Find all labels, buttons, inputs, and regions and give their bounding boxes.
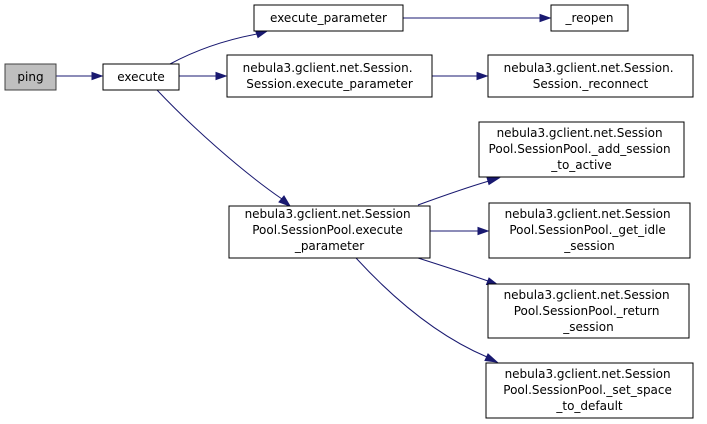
node-reopen[interactable]: _reopen: [550, 4, 629, 32]
edge-pool-to-set-space-arrowhead: [484, 353, 499, 363]
svg-text:execute: execute: [117, 70, 165, 84]
node-pool-return[interactable]: nebula3.gclient.net.Session Pool.Session…: [487, 283, 690, 339]
node-pool-set-space-line-3: _to_default: [555, 399, 623, 413]
edge-execute-to-session-execute-parameter-arrowhead: [215, 71, 228, 81]
edge-execute-to-pool-execute-parameter-arrowhead: [278, 195, 292, 207]
edge-pool-to-add-session: [417, 180, 490, 206]
edge-ping-to-execute-arrowhead: [91, 71, 104, 81]
node-session-reconnect[interactable]: nebula3.gclient.net.Session. Session._re…: [487, 54, 694, 98]
node-pool-get-idle-line-3: _session: [563, 239, 614, 253]
edge-pool-to-return: [417, 257, 489, 282]
node-pool-execute-parameter-line-2: Pool.SessionPool.execute: [252, 223, 403, 237]
edge-execute-to-execute-parameter-arrowhead: [254, 29, 269, 39]
node-reopen-label: _reopen: [565, 11, 614, 25]
node-pool-set-space-line-1: nebula3.gclient.net.Session: [505, 367, 671, 381]
svg-text:nebula3.gclient.net.Session: nebula3.gclient.net.Session Pool.Session…: [489, 126, 675, 172]
node-pool-get-idle-line-1: nebula3.gclient.net.Session: [505, 207, 671, 221]
node-session-execute-parameter-line-2: Session.execute_parameter: [246, 77, 413, 91]
node-execute-parameter-label: execute_parameter: [270, 11, 387, 25]
node-execute-parameter[interactable]: execute_parameter: [253, 4, 404, 32]
svg-text:nebula3.gclient.net.Session: nebula3.gclient.net.Session Pool.Session…: [505, 207, 675, 253]
svg-text:nebula3.gclient.net.Session.: nebula3.gclient.net.Session. Session.exe…: [243, 61, 417, 91]
node-pool-add-session-line-2: Pool.SessionPool._add_session: [489, 142, 671, 156]
node-pool-execute-parameter-line-1: nebula3.gclient.net.Session: [245, 207, 411, 221]
edge-pool-to-get-idle-arrowhead: [477, 226, 490, 236]
node-pool-return-line-2: Pool.SessionPool._return: [514, 304, 660, 318]
node-pool-set-space-line-2: Pool.SessionPool._set_space: [503, 383, 672, 397]
edge-execute-to-pool-execute-parameter: [156, 89, 283, 200]
svg-text:ping: ping: [17, 70, 43, 84]
edge-pool-to-set-space: [355, 257, 488, 358]
node-session-execute-parameter-line-1: nebula3.gclient.net.Session.: [243, 61, 413, 75]
node-session-execute-parameter[interactable]: nebula3.gclient.net.Session. Session.exe…: [226, 54, 433, 98]
node-ping[interactable]: ping: [4, 63, 57, 91]
edge-session-execute-parameter-to-reconnect-arrowhead: [476, 71, 489, 81]
node-pool-execute-parameter-line-3: _parameter: [294, 239, 364, 253]
svg-text:nebula3.gclient.net.Session.: nebula3.gclient.net.Session. Session._re…: [504, 61, 678, 91]
node-execute-label: execute: [117, 70, 165, 84]
node-pool-execute-parameter[interactable]: nebula3.gclient.net.Session Pool.Session…: [228, 205, 431, 259]
edge-execute-to-execute-parameter: [169, 33, 258, 65]
svg-text:_reopen: _reopen: [565, 11, 614, 25]
node-pool-get-idle-line-2: Pool.SessionPool._get_idle: [509, 223, 665, 237]
node-pool-add-session-line-3: _to_active: [550, 158, 612, 172]
node-pool-get-idle[interactable]: nebula3.gclient.net.Session Pool.Session…: [488, 202, 691, 259]
node-session-reconnect-line-2: Session._reconnect: [533, 77, 649, 91]
svg-text:nebula3.gclient.net.Session: nebula3.gclient.net.Session Pool.Session…: [504, 288, 674, 334]
node-pool-return-line-1: nebula3.gclient.net.Session: [504, 288, 670, 302]
edge-execute-parameter-to-reopen-arrowhead: [539, 13, 552, 23]
node-pool-set-space[interactable]: nebula3.gclient.net.Session Pool.Session…: [485, 362, 694, 419]
node-pool-add-session[interactable]: nebula3.gclient.net.Session Pool.Session…: [478, 121, 685, 178]
node-pool-return-line-3: _session: [562, 320, 613, 334]
node-pool-add-session-line-1: nebula3.gclient.net.Session: [497, 126, 663, 140]
svg-text:nebula3.gclient.net.Session: nebula3.gclient.net.Session Pool.Session…: [503, 367, 675, 413]
svg-text:nebula3.gclient.net.Session: nebula3.gclient.net.Session Pool.Session…: [245, 207, 415, 253]
edge-pool-to-add-session-arrowhead: [486, 176, 501, 186]
node-execute[interactable]: execute: [102, 63, 180, 91]
svg-text:execute_parameter: execute_parameter: [270, 11, 387, 25]
node-session-reconnect-line-1: nebula3.gclient.net.Session.: [504, 61, 674, 75]
node-ping-label: ping: [17, 70, 43, 84]
edges: [56, 13, 552, 363]
